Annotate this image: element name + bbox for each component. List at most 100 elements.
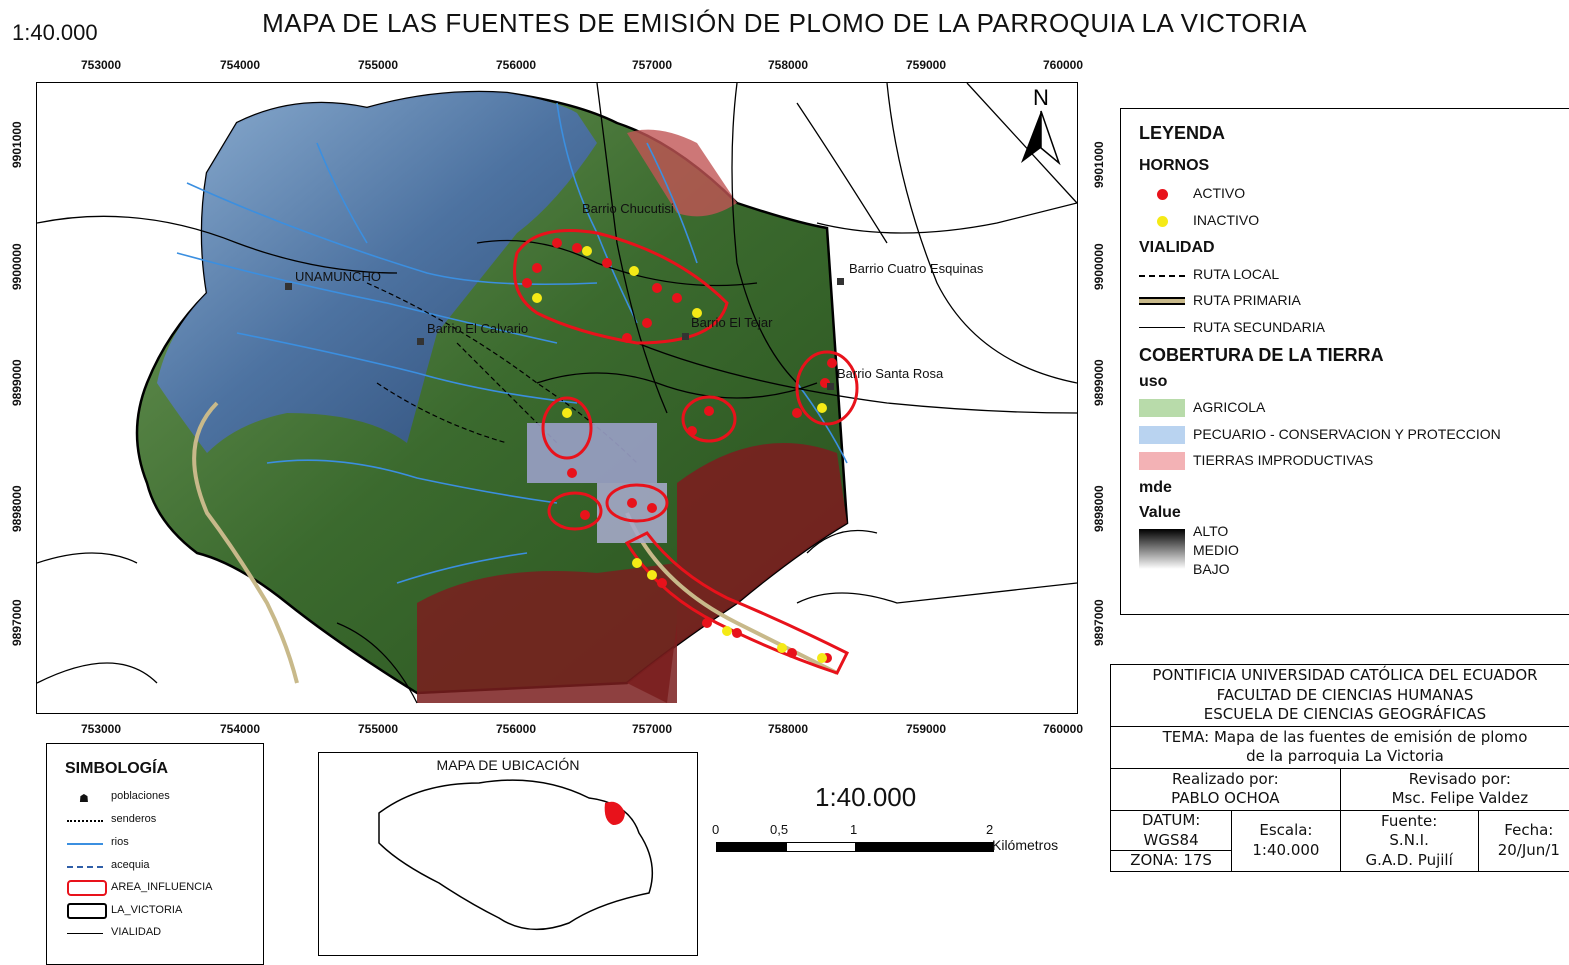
x-coord-label: 754000 [219,722,261,736]
legend-panel: LEYENDA HORNOS ACTIVO INACTIVO VIALIDAD … [1120,108,1569,615]
ruta-primaria-icon [1139,297,1185,305]
simb-la-victoria: LA_VICTORIA [111,904,183,916]
y-coord-label: 9899000 [10,359,24,406]
location-map-title: MAPA DE UBICACIÓN [436,757,580,773]
y-coord-label: 9897000 [1092,599,1106,646]
simb-poblaciones: poblaciones [111,790,170,802]
scale-bar-segments [716,842,994,852]
x-coord-label: 755000 [357,722,399,736]
main-map[interactable]: UNAMUNCHO Barrio Chucutisi Barrio Cuatro… [36,82,1078,714]
legend-alto: ALTO [1193,523,1229,539]
title-block: PONTIFICIA UNIVERSIDAD CATÓLICA DEL ECUA… [1109,664,1569,954]
simb-area-influencia: AREA_INFLUENCIA [111,881,213,893]
elevation-ramp-swatch [1139,529,1185,569]
legend-medio: MEDIO [1193,542,1239,558]
senderos-icon [67,820,103,822]
la-victoria-icon [67,903,107,919]
tb-tema: TEMA: Mapa de las fuentes de emisión de … [1162,727,1528,746]
ruta-secundaria-icon [1139,327,1185,328]
legend-bajo: BAJO [1193,561,1230,577]
legend-ruta-primaria: RUTA PRIMARIA [1193,292,1301,308]
legend-improductivas: TIERRAS IMPRODUCTIVAS [1193,452,1374,468]
x-coord-label: 753000 [80,58,122,72]
improductivas-area [417,563,677,703]
improductivas-swatch [1139,452,1185,470]
rios-icon [67,843,103,845]
tb-escala: 1:40.000 [1252,840,1320,859]
x-coord-label: 757000 [631,722,673,736]
simb-acequia: acequia [111,859,150,871]
scale-bar: 1:40.000 0 0,5 1 2 Kilómetros [700,780,1100,860]
x-coord-label: 760000 [1042,58,1084,72]
tb-escala-label: Escala: [1259,821,1313,840]
poblaciones-icon: ☗ [79,793,89,805]
ovens-activo [522,238,837,663]
x-coord-label: 756000 [495,58,537,72]
x-coord-label: 759000 [905,722,947,736]
simb-vialidad: VIALIDAD [111,926,162,938]
simb-senderos: senderos [111,813,157,825]
roads-secondary [37,83,1077,704]
x-coord-label: 757000 [631,58,673,72]
y-coord-label: 9900000 [1092,243,1106,290]
improductivas-area [627,129,737,217]
location-highlight [604,801,625,825]
place-label-chucutisi: Barrio Chucutisi [582,201,674,216]
acequia-icon [67,866,103,868]
scale-ratio-top: 1:40.000 [12,20,98,45]
tb-fuente2: G.A.D. Pujilí [1365,850,1453,869]
y-coord-label: 9900000 [10,243,24,290]
pecuario-swatch [1139,426,1185,444]
y-coord-label: 9897000 [10,599,24,646]
y-coord-label: 9901000 [1092,141,1106,188]
place-label-unamuncho: UNAMUNCHO [295,269,381,284]
vialidad-icon [67,933,103,934]
ovens-inactivo [532,246,827,663]
place-label-el-calvario: Barrio El Calvario [427,321,528,336]
ruta-local-icon [1139,275,1185,277]
tb-datum: WGS84 [1143,830,1199,849]
inactivo-dot-icon [1157,216,1168,227]
legend-ruta-local: RUTA LOCAL [1193,266,1280,282]
urban-area [597,483,667,543]
x-coord-label: 755000 [357,58,399,72]
place-label-cuatro-esquinas: Barrio Cuatro Esquinas [849,261,984,276]
north-label: N [1033,85,1049,110]
roads-primary [192,401,838,684]
x-coord-label: 756000 [495,722,537,736]
scale-unit: Kilómetros [992,837,1059,853]
legend-title: LEYENDA [1139,123,1226,143]
legend-uso: uso [1139,373,1168,390]
tb-zona: ZONA: 17S [1111,850,1232,871]
tb-faculty: FACULTAD DE CIENCIAS HUMANAS [1216,685,1474,704]
scale-tick-0: 0 [712,822,720,837]
legend-value: Value [1139,504,1181,521]
simbologia-title: SIMBOLOGÍA [65,760,169,777]
place-label-el-tejar: Barrio El Tejar [691,315,773,330]
x-coord-label: 754000 [219,58,261,72]
legend-mde: mde [1139,479,1172,496]
activo-dot-icon [1157,189,1168,200]
tb-tema2: de la parroquia La Victoria [1246,747,1444,765]
improductivas-area [627,443,847,703]
scale-tick-2: 2 [986,822,994,837]
tb-revisado: Msc. Felipe Valdez [1391,789,1529,807]
simbologia-panel: SIMBOLOGÍA ☗ poblaciones senderos rios a… [46,743,264,965]
x-coord-label: 753000 [80,722,122,736]
legend-agricola: AGRICOLA [1193,399,1266,415]
y-coord-label: 9898000 [10,485,24,532]
legend-inactivo: INACTIVO [1193,212,1260,228]
x-coord-label: 759000 [905,58,947,72]
agricola-swatch [1139,399,1185,417]
north-arrow-icon: N [1021,85,1061,166]
tb-realizado: PABLO OCHOA [1171,789,1280,807]
y-coord-label: 9901000 [10,121,24,168]
y-coord-label: 9899000 [1092,359,1106,406]
map-title: MAPA DE LAS FUENTES DE EMISIÓN DE PLOMO … [262,8,1307,38]
area-influencia-icon [67,880,107,896]
tb-university: PONTIFICIA UNIVERSIDAD CATÓLICA DEL ECUA… [1152,666,1538,684]
tb-fecha: 20/Jun/1 [1497,840,1560,859]
legend-activo: ACTIVO [1193,185,1246,201]
influence-buffers [513,229,859,675]
legend-ruta-secundaria: RUTA SECUNDARIA [1193,319,1325,335]
